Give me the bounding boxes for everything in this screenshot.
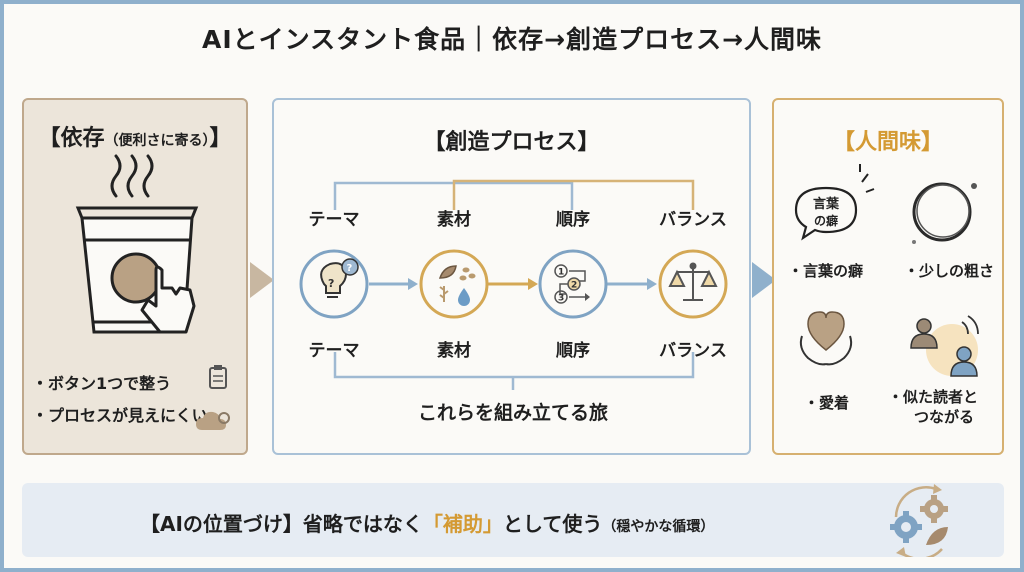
ai-position-text: 【AIの位置づけ】省略ではなく「補助」として使う（穏やかな循環） bbox=[140, 512, 715, 536]
speech-bubble-icon: 言葉 の癖 bbox=[794, 164, 875, 241]
step-label-theme-bottom: テーマ bbox=[308, 341, 360, 361]
hand-pointer-icon bbox=[140, 265, 196, 334]
heart-hands-icon bbox=[799, 311, 853, 366]
clipboard-icon bbox=[209, 365, 227, 389]
step-label-material-bottom: 素材 bbox=[437, 341, 471, 361]
step-label-balance-top: バランス bbox=[659, 210, 727, 230]
people-connect-icon bbox=[910, 315, 979, 377]
cloud-gear-icon bbox=[196, 411, 230, 430]
humanity-item-3: ・愛着 bbox=[804, 394, 850, 412]
svg-text:言葉: 言葉 bbox=[813, 196, 840, 212]
svg-text:2: 2 bbox=[571, 281, 577, 291]
process-panel: 【創造プロセス】 ? ? bbox=[272, 98, 751, 455]
instant-cup-icon bbox=[75, 154, 199, 334]
svg-text:の癖: の癖 bbox=[814, 213, 838, 228]
step-label-order-top: 順序 bbox=[556, 210, 590, 230]
svg-text:?: ? bbox=[347, 263, 353, 274]
humanity-item-4-cont: つながる bbox=[914, 408, 975, 426]
dependence-heading: 【依存（便利さに寄る）】 bbox=[38, 126, 232, 151]
step-label-material-top: 素材 bbox=[437, 210, 471, 230]
ai-position-banner: 【AIの位置づけ】省略ではなく「補助」として使う（穏やかな循環） bbox=[22, 483, 1004, 557]
step-circle-material bbox=[419, 249, 489, 319]
svg-text:3: 3 bbox=[558, 294, 564, 304]
humanity-item-2: ・少しの粗さ bbox=[904, 262, 995, 280]
step-label-theme-top: テーマ bbox=[308, 210, 360, 230]
process-flow: ? ? 1 2 3 bbox=[299, 179, 728, 390]
humanity-item-4: ・似た読者と bbox=[888, 388, 979, 406]
svg-text:1: 1 bbox=[558, 268, 564, 278]
balance-scale-icon bbox=[668, 262, 718, 301]
numbered-steps-icon: 1 2 3 bbox=[554, 264, 590, 304]
step-label-order-bottom: 順序 bbox=[556, 341, 590, 361]
svg-text:?: ? bbox=[328, 277, 334, 290]
dependence-bullet-1: ・ボタン1つで整う bbox=[32, 374, 172, 393]
rough-circle-icon bbox=[912, 182, 977, 244]
dependence-bullet-2: ・プロセスが見えにくい bbox=[32, 406, 208, 425]
humanity-panel: 【人間味】 言葉 の癖 ・言葉の癖 bbox=[772, 98, 1004, 455]
journey-caption: これらを組み立てる旅 bbox=[417, 402, 608, 424]
humanity-heading: 【人間味】 bbox=[832, 130, 943, 155]
flow-arrow bbox=[488, 278, 538, 290]
step-label-balance-bottom: バランス bbox=[659, 341, 727, 361]
lightbulb-icon: ? ? bbox=[320, 258, 359, 298]
humanity-item-1: ・言葉の癖 bbox=[788, 262, 864, 280]
flow-arrow bbox=[607, 278, 657, 290]
connector-line bbox=[333, 352, 695, 379]
connector-line bbox=[452, 179, 695, 210]
process-heading: 【創造プロセス】 bbox=[423, 130, 600, 155]
gear-cycle-icon bbox=[890, 484, 948, 557]
ingredients-icon bbox=[438, 265, 476, 306]
dependence-panel: 【依存（便利さに寄る）】 ・ボタン1つで整う ・プロセスが見えにくい bbox=[22, 98, 248, 455]
page-title: AIとインスタント食品｜依存→創造プロセス→人間味 bbox=[201, 25, 823, 54]
flow-arrow bbox=[369, 278, 418, 290]
